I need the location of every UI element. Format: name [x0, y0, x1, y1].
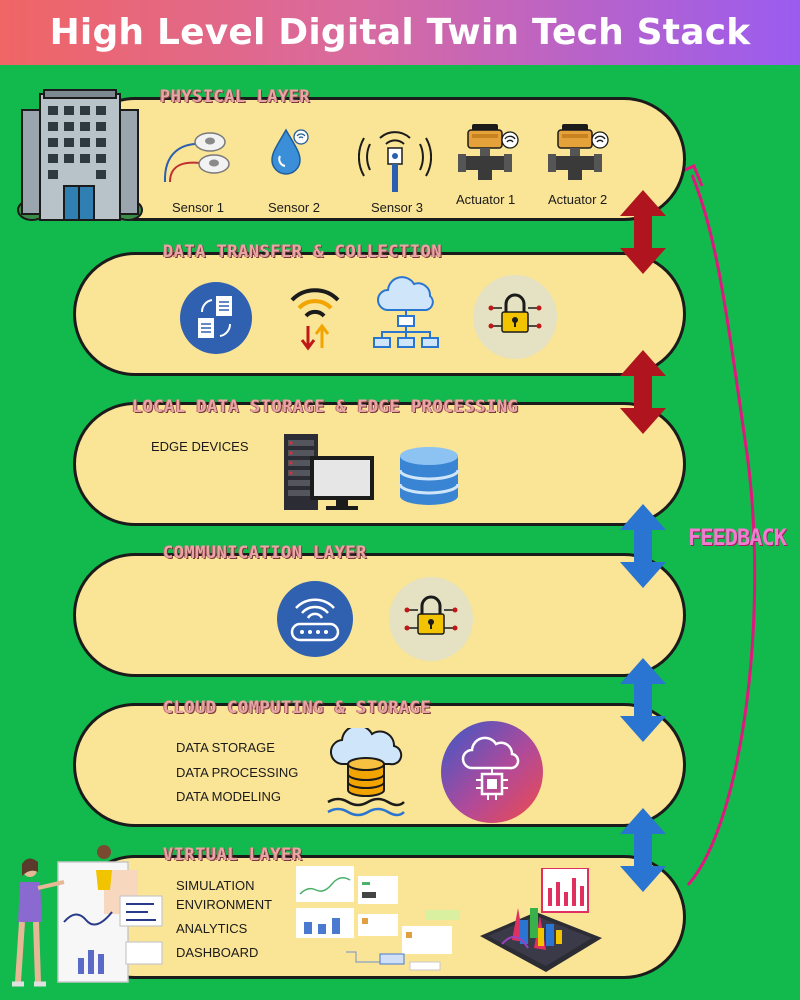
- lock-circuit-icon: [473, 275, 557, 359]
- edge-devices-label: EDGE DEVICES: [151, 439, 249, 454]
- file-transfer-icon: [180, 282, 252, 354]
- local-storage-layer-box: [73, 402, 686, 526]
- data-transfer-layer-box: [73, 252, 686, 376]
- feedback-label: FEEDBACK: [688, 526, 787, 551]
- physical-layer-title: PHYSICAL LAYER: [160, 87, 311, 107]
- building-icon: [17, 89, 143, 221]
- virtual-item-dashboard: DASHBOARD: [176, 945, 259, 960]
- cloud-database-icon: [327, 728, 405, 817]
- double-arrow-blue-1: [620, 504, 666, 588]
- valve-actuator-icon: [548, 124, 609, 180]
- wifi-updown-icon: [290, 288, 340, 351]
- local-storage-layer-title: LOCAL DATA STORAGE & EDGE PROCESSING: [132, 397, 519, 417]
- page-title: High Level Digital Twin Tech Stack: [49, 12, 751, 53]
- cloud-layer-title: CLOUD COMPUTING & STORAGE: [163, 698, 432, 718]
- cloud-item-data-storage: DATA STORAGE: [176, 740, 275, 755]
- communication-layer-title: COMMUNICATION LAYER: [163, 543, 367, 563]
- signal-tower-icon: [358, 131, 432, 192]
- virtual-layer-title: VIRTUAL LAYER: [163, 845, 303, 865]
- lock-circuit-icon: [389, 577, 473, 661]
- communication-layer-box: [73, 553, 686, 677]
- title-banner: High Level Digital Twin Tech Stack: [0, 0, 800, 65]
- sensor-1-label: Sensor 1: [172, 200, 225, 215]
- actuator-2-label: Actuator 2: [548, 192, 608, 207]
- person-dashboard-icon: [12, 845, 163, 987]
- double-arrow-blue-2: [620, 658, 666, 742]
- dashboard-screenshot-icon: [296, 866, 460, 971]
- data-transfer-layer-title: DATA TRANSFER & COLLECTION: [163, 242, 443, 262]
- double-arrow-red-2: [620, 350, 666, 434]
- router-icon: [277, 581, 353, 657]
- virtual-item-simulation: SIMULATION: [176, 878, 255, 893]
- tablet-chart-icon: [480, 868, 602, 972]
- valve-actuator-icon: [458, 124, 519, 180]
- sensor-pads-icon: [163, 132, 230, 183]
- cloud-item-data-processing: DATA PROCESSING: [176, 765, 299, 780]
- water-drop-sensor-icon: [271, 128, 309, 175]
- cloud-chip-icon: [441, 721, 543, 823]
- database-icon: [398, 447, 460, 505]
- server-monitor-icon: [284, 434, 374, 510]
- sensor-3-label: Sensor 3: [371, 200, 424, 215]
- cloud-item-data-modeling: DATA MODELING: [176, 789, 281, 804]
- double-arrow-blue-3: [620, 808, 666, 892]
- cloud-network-icon: [373, 276, 439, 348]
- virtual-item-environment: ENVIRONMENT: [176, 897, 273, 912]
- actuator-1-label: Actuator 1: [456, 192, 516, 207]
- double-arrow-red-1: [620, 190, 666, 274]
- virtual-item-analytics: ANALYTICS: [176, 921, 248, 936]
- sensor-2-label: Sensor 2: [268, 200, 321, 215]
